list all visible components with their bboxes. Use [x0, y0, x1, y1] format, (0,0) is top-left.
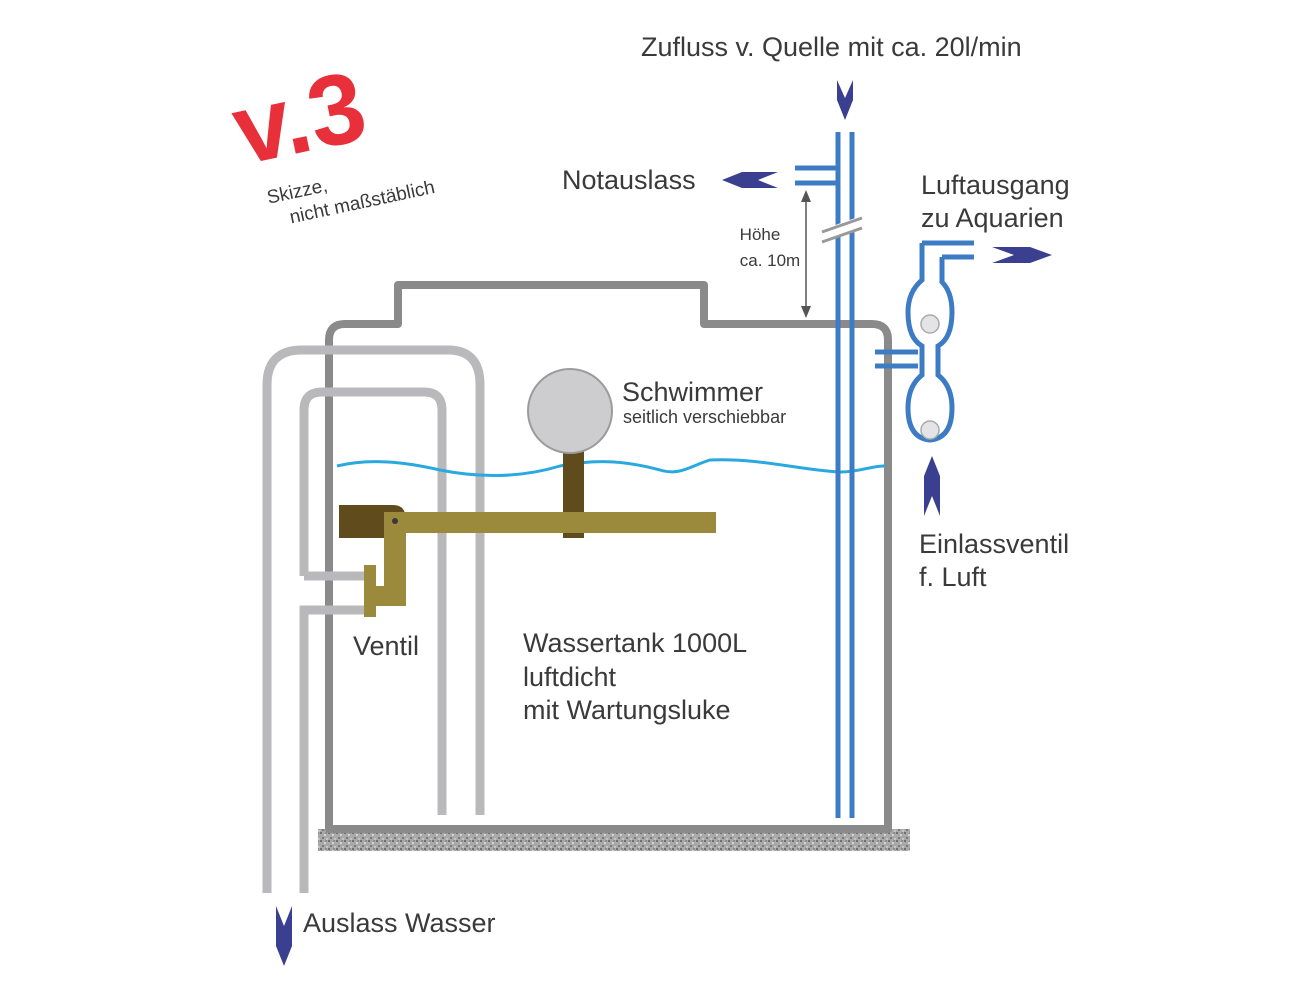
- air-valve-ball-lower: [920, 420, 940, 440]
- water-level: [336, 458, 886, 478]
- lever-stem: [384, 512, 406, 606]
- label-valve: Ventil: [353, 631, 419, 661]
- air-in-arrow-icon: [924, 456, 940, 516]
- outlet-pipe: [262, 345, 485, 893]
- flow-arrows: [276, 66, 1052, 966]
- label-water-out: Auslass Wasser: [303, 908, 496, 938]
- label-tank-1: Wassertank 1000L: [523, 628, 747, 658]
- label-air-in-1: Einlassventil: [919, 529, 1069, 559]
- float-ball: [527, 368, 613, 454]
- tank-wall: [325, 281, 892, 833]
- label-inflow: Zufluss v. Quelle mit ca. 20l/min: [641, 32, 1022, 62]
- valve-plate: [364, 586, 406, 606]
- air-valve-assembly: [875, 240, 974, 443]
- water-out-arrow-icon: [276, 906, 292, 966]
- label-air-out-2: zu Aquarien: [921, 203, 1064, 233]
- height-dimension: [801, 190, 811, 318]
- label-tank-2: luftdicht: [523, 662, 617, 692]
- label-overflow: Notauslass: [562, 165, 696, 195]
- float-mechanism: [339, 368, 716, 617]
- inflow-arrow-icon: [837, 66, 853, 120]
- air-out-arrow-icon: [992, 247, 1052, 263]
- label-tank-3: mit Wartungsluke: [523, 695, 731, 725]
- supply-pipe: [795, 132, 855, 818]
- air-valve-ball-upper: [920, 314, 940, 334]
- label-air-out-1: Luftausgang: [921, 170, 1070, 200]
- label-air-in-2: f. Luft: [919, 562, 987, 592]
- ground-gravel: [318, 829, 910, 851]
- label-height-2: ca. 10m: [740, 251, 800, 270]
- lever-arm: [384, 512, 716, 533]
- label-float-title: Schwimmer: [622, 377, 763, 407]
- label-height-1: Höhe: [740, 225, 781, 244]
- overflow-arrow-icon: [722, 172, 778, 188]
- label-float-sub: seitlich verschiebbar: [623, 407, 786, 427]
- version-mark: v.3: [223, 50, 375, 187]
- lever-pivot: [392, 518, 398, 524]
- pipe-break-mark: [820, 216, 864, 244]
